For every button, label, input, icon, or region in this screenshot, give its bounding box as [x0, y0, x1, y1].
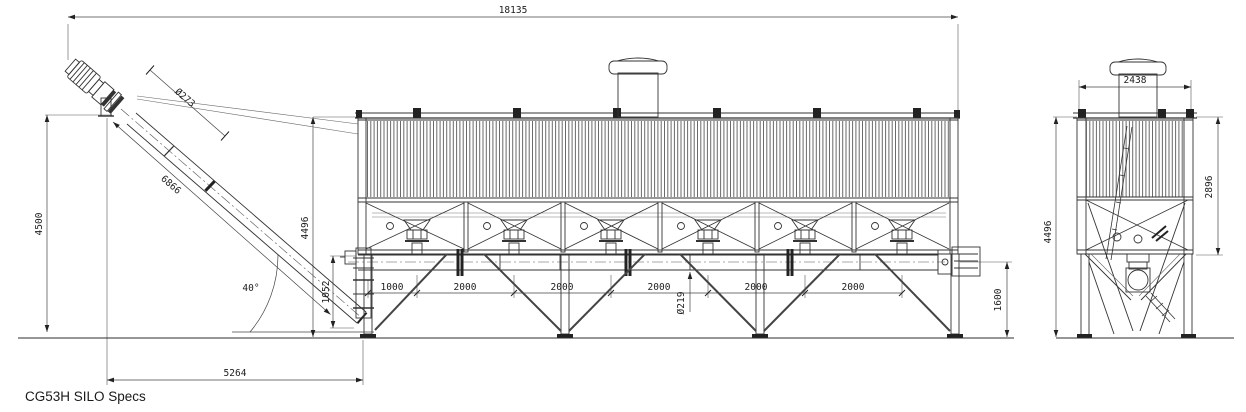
hopper-outlets [386, 219, 916, 256]
dust-filter-side [1109, 58, 1167, 118]
dim-bay-5: 2000 [842, 282, 865, 293]
inclined-screw-conveyor [64, 58, 374, 324]
screw-drive-motor [64, 58, 125, 114]
dim-inlet-drop: 1052 [321, 281, 332, 304]
dim-frame-height-front: 4496 [300, 216, 311, 239]
dim-screw-angle: 40° [242, 283, 259, 294]
dim-clearance: 1600 [993, 288, 1004, 311]
dim-overall-length: 18135 [499, 5, 528, 16]
extension-lines [45, 24, 1223, 385]
truss-posts [463, 201, 857, 253]
dim-bay-3: 2000 [648, 282, 671, 293]
dim-collector-diameter: Ø219 [676, 291, 687, 314]
side-hopper [1084, 225, 1187, 301]
dust-filter-front [608, 57, 668, 118]
dim-screw-length: 6866 [158, 173, 183, 196]
roof-clamps [356, 108, 960, 118]
collecting-screw-conveyor [348, 246, 981, 277]
side-inclined-screw-stub [1145, 292, 1176, 323]
dimension-arrows [44, 14, 1221, 383]
truss-x-bracing [365, 202, 950, 250]
support-legs [360, 253, 963, 338]
side-a-frame [1087, 202, 1186, 332]
drawing-caption: CG53H SILO Specs [25, 389, 146, 404]
roof-clamps-side [1078, 109, 1194, 118]
dimension-lines [46, 16, 1219, 381]
hopper-outlet [774, 219, 819, 256]
screw-inlet-assembly [340, 247, 374, 319]
access-ladder [1105, 125, 1133, 261]
hopper-outlet [580, 219, 625, 256]
silo-front-view [348, 57, 981, 338]
dim-wall-height: 2896 [1204, 175, 1215, 198]
dim-top-width: 2438 [1124, 75, 1147, 86]
hopper-outlet [871, 219, 916, 256]
silo-side-view [1073, 58, 1197, 338]
discharge-spout [98, 97, 114, 117]
dim-bay-4: 2000 [745, 282, 768, 293]
dim-frame-height-side: 4496 [1043, 220, 1054, 243]
dim-discharge-height: 4500 [34, 212, 45, 235]
dim-discharge-reach: 5264 [224, 368, 247, 379]
dimension-ticks [145, 65, 906, 297]
side-legs [1077, 253, 1196, 338]
dimension-labels: 18135 4500 Ø273 6866 40° 4496 1052 5264 … [34, 5, 1215, 379]
dim-bay-2: 2000 [551, 282, 574, 293]
dim-bay-0: 1000 [381, 282, 404, 293]
hopper-outlet [386, 219, 431, 256]
dim-bay-1: 2000 [454, 282, 477, 293]
